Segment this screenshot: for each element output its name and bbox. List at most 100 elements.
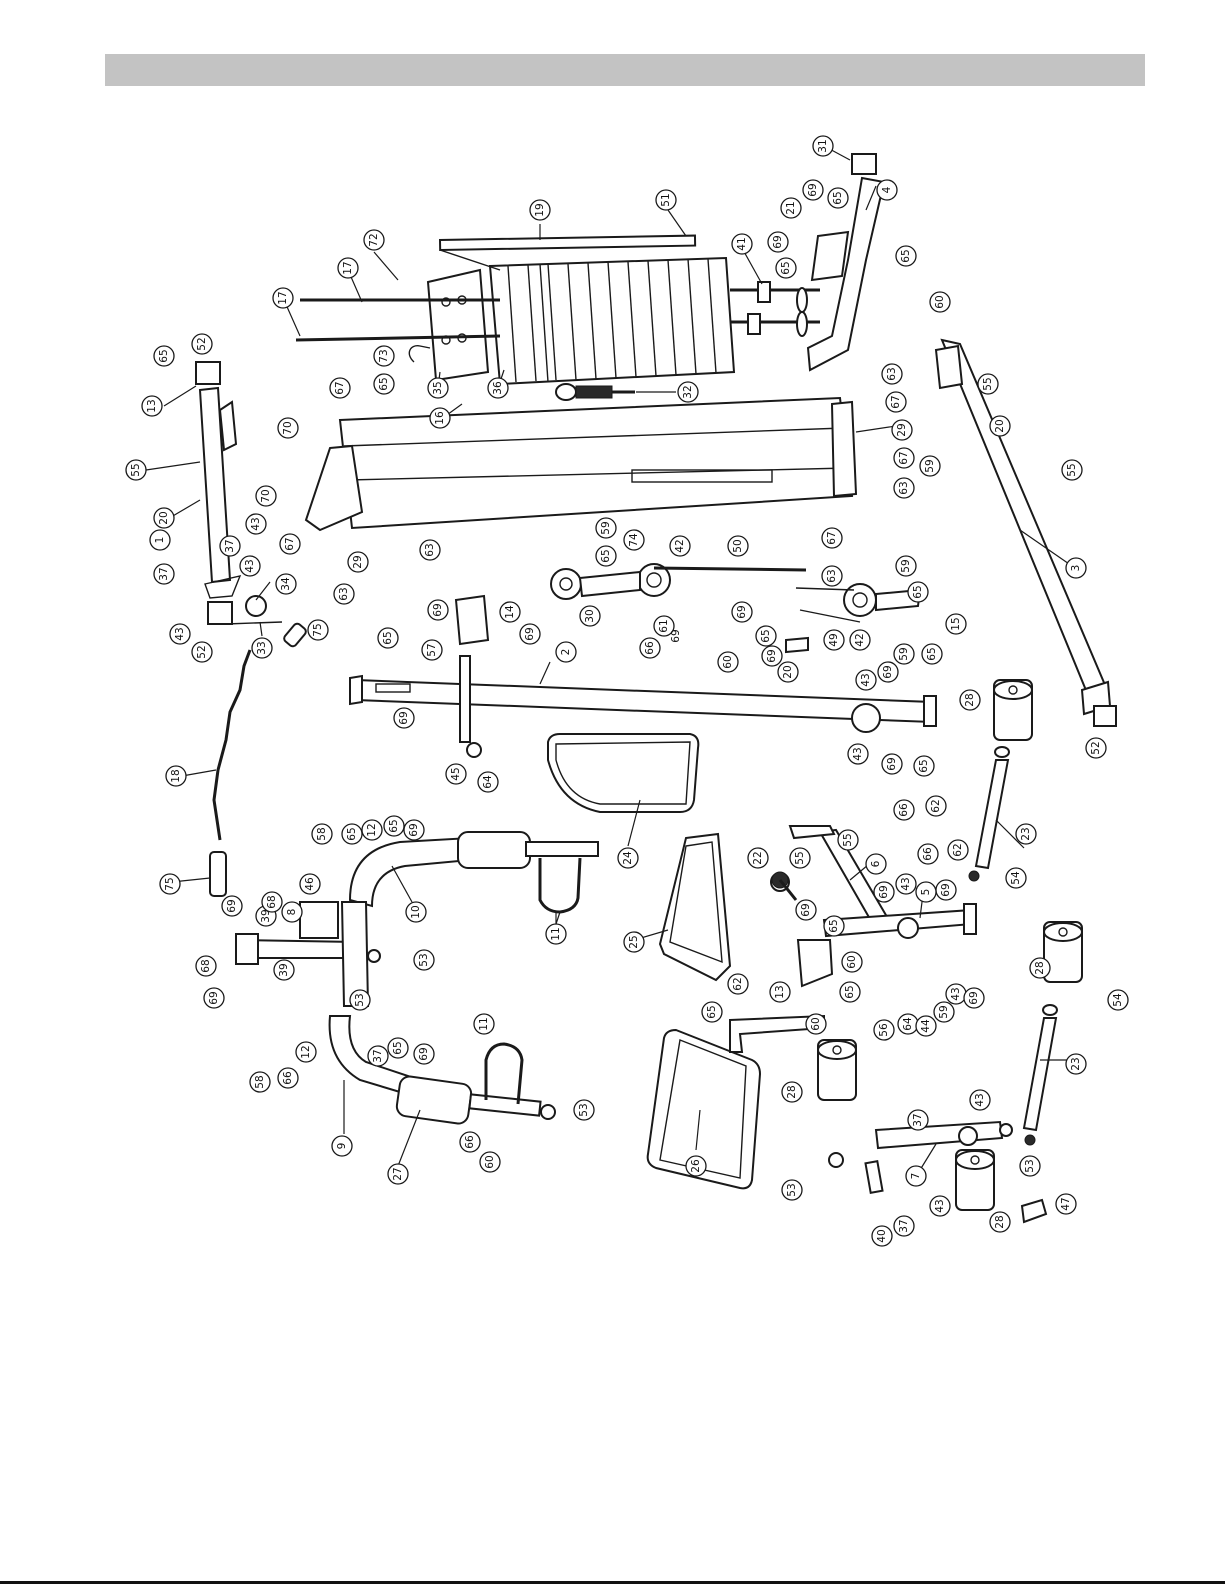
svg-text:53: 53 [786,1183,798,1196]
callout-43: 43 [945,983,967,1005]
svg-text:67: 67 [284,537,296,550]
svg-text:52: 52 [196,645,208,658]
svg-text:58: 58 [254,1075,266,1088]
callout-23: 23 [1065,1053,1087,1075]
callout-69: 69 [393,707,415,729]
callout-67: 67 [885,391,907,413]
callout-50: 50 [727,535,749,557]
svg-text:59: 59 [938,1005,950,1018]
callout-20: 20 [989,415,1011,437]
callout-49: 49 [823,629,845,651]
svg-text:69: 69 [524,627,536,640]
callout-69: 69 [881,753,903,775]
callout-60: 60 [929,291,951,313]
svg-text:69: 69 [968,991,980,1004]
callout-65: 65 [383,815,405,837]
callout-46: 46 [299,873,321,895]
callout-44: 44 [915,1015,937,1037]
svg-text:29: 29 [352,555,364,568]
callout-37: 37 [893,1215,915,1237]
callout-37: 37 [367,1045,389,1067]
callout-59: 59 [933,1001,955,1023]
callout-72: 72 [363,229,385,251]
callout-59: 59 [893,643,915,665]
callout-3: 3 [1065,557,1087,579]
callout-69-plain: 69 [670,629,682,642]
callout-60: 60 [717,651,739,673]
callout-55: 55 [1061,459,1083,481]
svg-text:43: 43 [900,877,912,890]
callout-69: 69 [221,895,243,917]
callout-20: 20 [153,507,175,529]
hook-73 [408,345,431,363]
svg-text:69: 69 [736,605,748,618]
svg-text:69: 69 [772,235,784,248]
callout-43: 43 [245,513,267,535]
callout-65: 65 [701,1001,723,1023]
svg-text:54: 54 [1010,871,1022,885]
callout-14: 14 [499,601,521,623]
callout-23: 23 [1015,823,1037,845]
callout-63: 63 [419,539,441,561]
callout-62: 62 [727,973,749,995]
plate-20 [785,636,809,654]
svg-text:9: 9 [336,1143,348,1150]
callout-59: 59 [895,555,917,577]
svg-text:20: 20 [994,419,1006,432]
callout-69: 69 [519,623,541,645]
callout-52: 52 [191,333,213,355]
callout-65: 65 [907,581,929,603]
svg-text:62: 62 [952,843,964,856]
svg-text:43: 43 [852,747,864,760]
svg-text:65: 65 [378,377,390,390]
svg-text:29: 29 [896,423,908,436]
svg-text:65: 65 [900,249,912,262]
svg-text:26: 26 [690,1159,702,1173]
chain [225,621,283,625]
bottom-rule [0,1581,1225,1584]
callout-65: 65 [595,545,617,567]
callout-65: 65 [755,625,777,647]
svg-text:69: 69 [807,183,819,196]
svg-text:63: 63 [826,569,838,582]
callout-55: 55 [125,459,147,481]
svg-text:69: 69 [882,665,894,678]
svg-text:37: 37 [158,567,170,580]
weight-stack [488,256,736,386]
plate-21 [810,230,850,282]
callout-9: 9 [331,1135,353,1157]
callout-68: 68 [261,891,283,913]
callout-55: 55 [977,373,999,395]
callout-58: 58 [249,1071,271,1093]
svg-text:20: 20 [782,665,794,678]
svg-text:35: 35 [432,381,444,394]
svg-text:65: 65 [392,1041,404,1054]
callout-37: 37 [219,535,241,557]
callout-13: 13 [141,395,163,417]
svg-text:37: 37 [898,1219,910,1232]
callout-13: 13 [769,981,791,1003]
seat-pad-24 [547,733,700,813]
callout-66: 66 [459,1131,481,1153]
svg-text:68: 68 [200,959,212,972]
header-bar [105,54,1145,86]
callout-2: 2 [555,641,577,663]
callout-66: 66 [639,637,661,659]
svg-text:69: 69 [886,757,898,770]
svg-text:60: 60 [846,955,858,968]
svg-text:69: 69 [878,885,890,898]
right-upright [934,338,1117,727]
callout-40: 40 [871,1225,893,1247]
svg-text:5: 5 [920,889,932,896]
svg-text:58: 58 [316,827,328,840]
callout-65: 65 [775,257,797,279]
svg-text:55: 55 [842,833,854,846]
svg-text:24: 24 [622,851,634,865]
callout-29: 29 [891,419,913,441]
svg-text:23: 23 [1020,827,1032,840]
svg-text:69: 69 [418,1047,430,1060]
svg-text:66: 66 [644,641,656,655]
callout-69: 69 [403,819,425,841]
callout-63: 63 [881,363,903,385]
